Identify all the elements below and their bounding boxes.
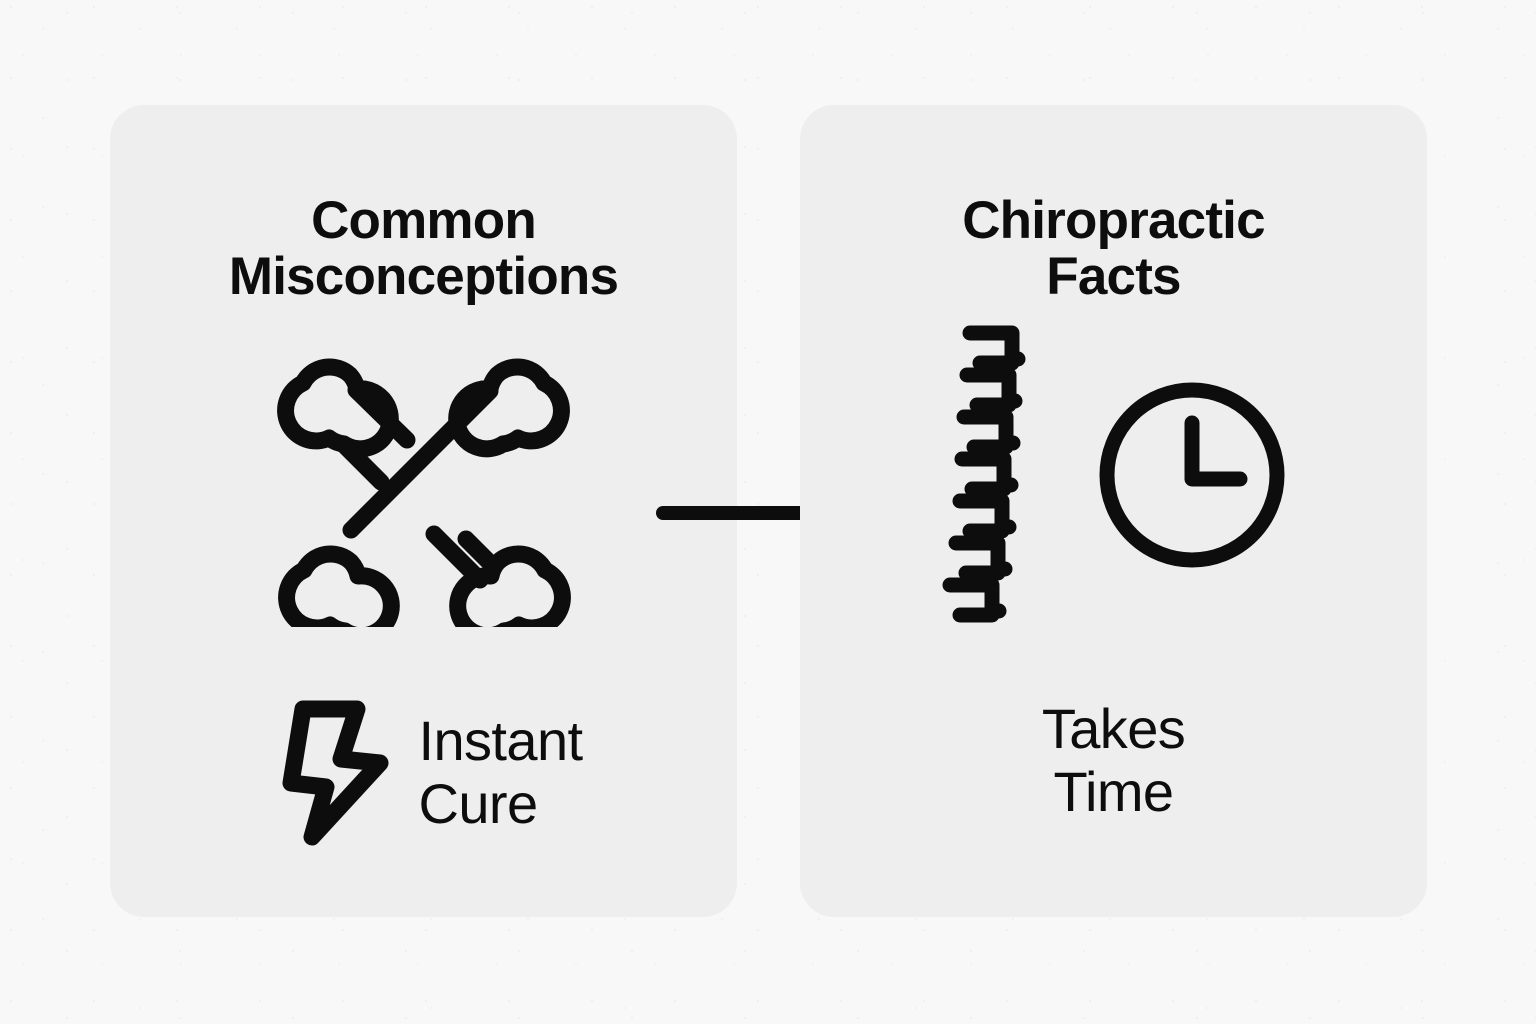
crossed-bones-icon	[276, 358, 571, 627]
card-title-chiropractic-facts: Chiropractic Facts	[962, 190, 1265, 307]
spine-icon	[942, 325, 1025, 623]
lightning-bolt-icon	[282, 700, 389, 846]
label-takes-time: Takes Time	[1041, 697, 1186, 824]
crossed-bones-icon-container	[110, 327, 737, 627]
spine-clock-icon-container	[800, 315, 1427, 635]
card-title-common-misconceptions: Common Misconceptions	[228, 190, 619, 307]
clock-icon	[1099, 382, 1284, 568]
label-instant-cure: Instant Cure	[418, 708, 584, 835]
label-row-instant-cure: Instant Cure	[110, 697, 737, 847]
card-chiropractic-facts: Chiropractic Facts	[800, 105, 1427, 917]
label-row-takes-time: Takes Time	[800, 697, 1427, 824]
card-common-misconceptions: Common Misconceptions Instant Cure	[110, 105, 737, 917]
